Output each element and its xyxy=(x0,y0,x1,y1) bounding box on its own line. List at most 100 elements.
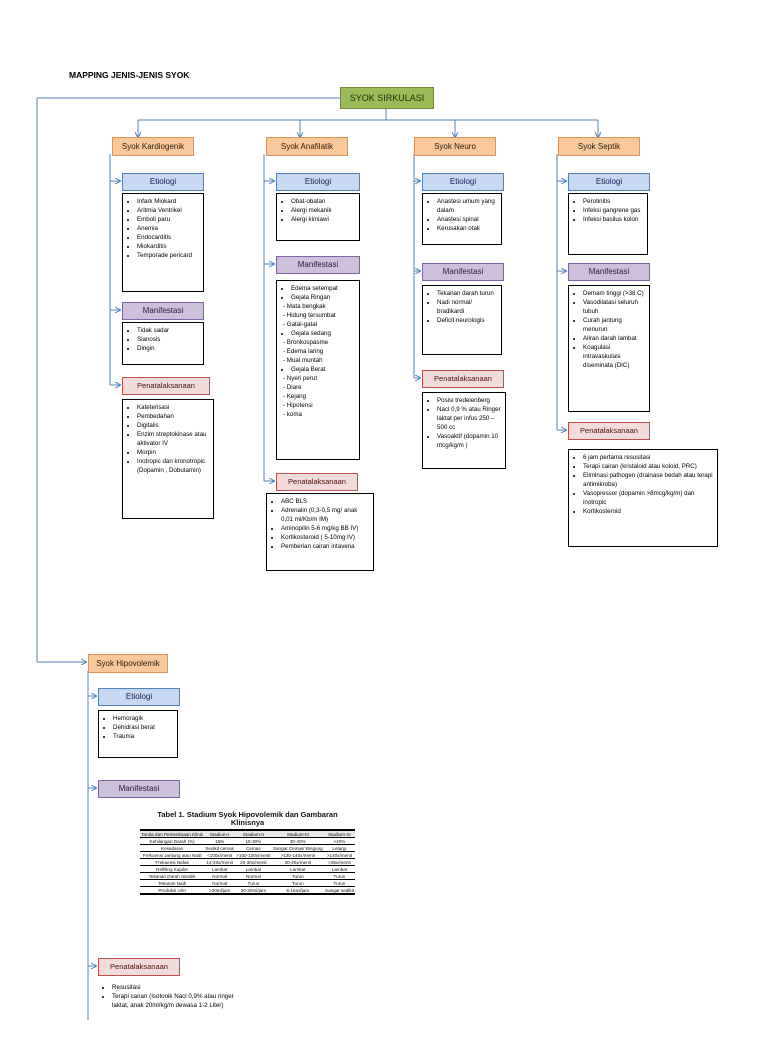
neuro-penatalaksanaan-list: Posisi tredelenbergNacl 0,9 % atau Ringe… xyxy=(422,392,506,469)
anafilatik-penatalaksanaan-list: ABC BLSAdrenalin (0,3-0,5 mg/ anak 0,01 … xyxy=(266,493,374,571)
list-item: Mata bengkak xyxy=(287,302,355,311)
list-item: Anastesi umum yang dalam xyxy=(437,197,497,215)
node-syok-neuro: Syok Neuro xyxy=(414,137,496,156)
list-item: Vasoaktif (dopamin 10 mcg/kg/m ) xyxy=(437,432,501,450)
table-cell: Turun xyxy=(271,872,324,880)
list-item: Anemia xyxy=(137,224,199,233)
table-cell: Sangat sedikit xyxy=(323,886,355,895)
septik-etiologi-list: PerotinitisInfeksi gangrene gasInfeksi b… xyxy=(568,193,648,255)
list-item: Kejang xyxy=(287,392,355,401)
stadium-table-figure: Tabel 1. Stadium Syok Hipovolemik dan Ga… xyxy=(140,811,355,895)
list-item: Kortikosteroid ( 5-10mg IV) xyxy=(281,533,369,542)
table-cell: Lambat xyxy=(271,865,324,873)
table-cell: Tekanan Nadi xyxy=(140,879,205,887)
neuro-penatalaksanaan-label: Penatalaksanaan xyxy=(422,370,504,388)
table-cell: Sangat Cemas/ Bingung xyxy=(271,844,324,852)
table-header-cell: Stadium-II xyxy=(235,829,272,838)
kardiogenik-penatalaksanaan-items: KateterisasiPembedahanDigitalisEnzim str… xyxy=(127,403,209,475)
neuro-etiologi-label: Etiologi xyxy=(422,173,504,191)
list-item: Sianosis xyxy=(137,335,199,344)
list-item: Vasopressor (dopamin >8mcg/kg/m) dan ino… xyxy=(583,489,713,507)
list-item: Mual muntah xyxy=(287,356,355,365)
list-item: Terapi cairan (Isotonik Nacl 0,9% atau r… xyxy=(112,992,240,1010)
list-item: Kortikosteroid xyxy=(583,507,713,516)
hipovolemik-penatalaksanaan-items: ResusitasiTerapi cairan (Isotonik Nacl 0… xyxy=(102,983,240,1010)
list-item: Trauma xyxy=(113,732,173,741)
hipovolemik-penatalaksanaan-list: ResusitasiTerapi cairan (Isotonik Nacl 0… xyxy=(98,980,244,1040)
septik-penatalaksanaan-list: 6 jam pertama resusitasiTerapi cairan (k… xyxy=(568,449,718,547)
table-cell: Frekuensi Nafas xyxy=(140,858,205,866)
kardiogenik-etiologi-list: Infark MiokardAritmia VentrikelEmboli pa… xyxy=(122,193,204,292)
table-cell: 30-40x/menit xyxy=(271,858,324,866)
table-cell: Refilling Kapiler xyxy=(140,865,205,873)
list-item: Aritmia Ventrikel xyxy=(137,206,199,215)
table-cell: >120-140x/menit xyxy=(271,851,324,859)
list-item: Hidung tersumbat xyxy=(287,311,355,320)
kardiogenik-etiologi-items: Infark MiokardAritmia VentrikelEmboli pa… xyxy=(127,197,199,260)
list-item: Hipotensi xyxy=(287,401,355,410)
list-item: ABC BLS xyxy=(281,497,369,506)
septik-penatalaksanaan-label: Penatalaksanaan xyxy=(568,422,650,440)
hipovolemik-penatalaksanaan-label: Penatalaksanaan xyxy=(98,958,180,976)
table-cell: 20-30ml/jam xyxy=(235,886,272,895)
table-cell: Frekuensi Jantung atau Nadi xyxy=(140,851,205,859)
septik-etiologi-label: Etiologi xyxy=(568,173,650,191)
stadium-table-title: Tabel 1. Stadium Syok Hipovolemik dan Ga… xyxy=(157,810,338,827)
hipovolemik-etiologi-items: HemoragikDehidrasi beratTrauma xyxy=(103,714,173,741)
neuro-manifestasi-list: Tekanan darah turunNadi normal/ bradikar… xyxy=(422,285,502,355)
neuro-etiologi-items: Anastesi umum yang dalamAnastesi spinalK… xyxy=(427,197,497,233)
list-item: Alergi mekanik xyxy=(291,206,355,215)
table-cell: Normal xyxy=(204,872,236,880)
table-header-cell: Stadium-III xyxy=(271,829,324,838)
list-item: Deficit neurologis xyxy=(437,316,497,325)
list-item: Tekanan darah turun xyxy=(437,289,497,298)
list-item: Diare xyxy=(287,383,355,392)
list-item: Dehidrasi berat xyxy=(113,723,173,732)
list-item: Emboli paru xyxy=(137,215,199,224)
hipovolemik-etiologi-label: Etiologi xyxy=(98,688,180,706)
table-header-cell: Tanda dan Pemeriksaan Klinis xyxy=(140,829,205,838)
list-item: Vasodilatasi seluruh tubuh xyxy=(583,298,645,316)
list-item: Tidak sadar xyxy=(137,326,199,335)
list-item: Gejala sedang xyxy=(291,329,355,338)
table-cell: Turun xyxy=(323,879,355,887)
septik-penatalaksanaan-items: 6 jam pertama resusitasiTerapi cairan (k… xyxy=(573,453,713,516)
table-cell: Produksi Urin xyxy=(140,886,205,895)
list-item: Endocarditis xyxy=(137,233,199,242)
septik-etiologi-items: PerotinitisInfeksi gangrene gasInfeksi b… xyxy=(573,197,643,224)
list-item: Nadi normal/ bradikardi xyxy=(437,298,497,316)
list-item: Miokarditis xyxy=(137,242,199,251)
list-item: Kerusakan otak xyxy=(437,224,497,233)
list-item: Hemoragik xyxy=(113,714,173,723)
table-cell: 20-30x/menit xyxy=(235,858,272,866)
table-cell: 5-15ml/jam xyxy=(271,886,324,895)
list-item: Aminopilin 5-6 mg/kg BB IV) xyxy=(281,524,369,533)
list-item: Digitalis xyxy=(137,421,209,430)
list-item: Gejala Ringan xyxy=(291,293,355,302)
list-item: koma xyxy=(287,410,355,419)
list-item: Adrenalin (0,3-0,5 mg/ anak 0,01 ml/Kb/m… xyxy=(281,506,369,524)
list-item: Pemberian cairan intavena xyxy=(281,542,369,551)
kardiogenik-etiologi-label: Etiologi xyxy=(122,173,204,191)
list-item: Alergi kimiawi xyxy=(291,215,355,224)
list-item: Curah jantung menurun xyxy=(583,316,645,334)
list-item: Posisi tredelenberg xyxy=(437,396,501,405)
table-cell: Letargi xyxy=(323,844,355,852)
page-title: MAPPING JENIS-JENIS SYOK xyxy=(69,70,190,80)
list-item: Inotropic dan kronotropic (Dopamin , Dob… xyxy=(137,457,209,475)
neuro-penatalaksanaan-items: Posisi tredelenbergNacl 0,9 % atau Ringe… xyxy=(427,396,501,450)
list-item: Kateterisasi xyxy=(137,403,209,412)
list-item: Gatal-gatal xyxy=(287,320,355,329)
list-item: Edema laring xyxy=(287,347,355,356)
kardiogenik-penatalaksanaan-label: Penatalaksanaan xyxy=(122,377,210,395)
list-item: Enzim streptokinase atau aktivator IV xyxy=(137,430,209,448)
list-item: Nyeri perut xyxy=(287,374,355,383)
table-cell: Lambat xyxy=(323,865,355,873)
anafilatik-penatalaksanaan-items: ABC BLSAdrenalin (0,3-0,5 mg/ anak 0,01 … xyxy=(271,497,369,551)
table-cell: >100-120x/menit xyxy=(235,851,272,859)
